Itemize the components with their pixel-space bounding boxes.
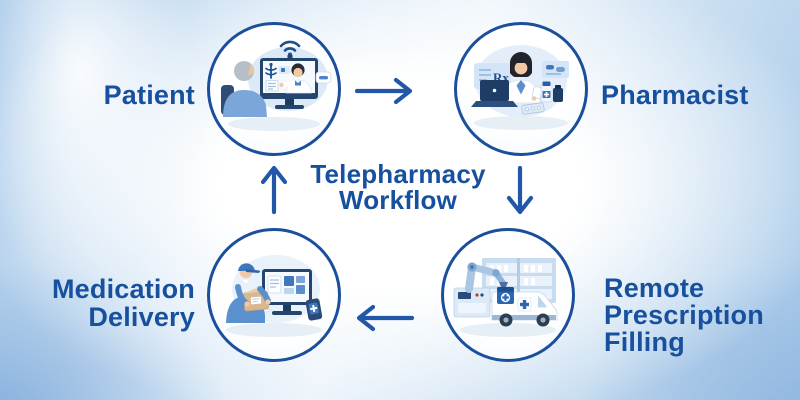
medical-cross-icon <box>517 297 532 312</box>
caduceus-icon <box>265 62 277 79</box>
doctor-on-screen <box>279 63 312 94</box>
tablet-with-plus-icon <box>305 298 323 321</box>
diagram-title: Telepharmacy Workflow <box>255 161 541 213</box>
courier-arm-left <box>235 284 249 306</box>
chat-bubble-pill-icon <box>315 71 332 84</box>
pharmacist-illustration: Rx <box>471 45 569 130</box>
wifi-icon <box>279 40 301 59</box>
remote-prescription-filling-label: Remote Prescription Filling <box>604 273 764 357</box>
diagram-title-line: Telepharmacy <box>310 159 486 189</box>
pharmacy-monitor <box>262 269 312 315</box>
diagram-title-line: Workflow <box>338 185 458 215</box>
remote-filling-illustration <box>453 258 558 337</box>
robotic-arm <box>453 262 508 318</box>
medication-delivery-illustration <box>226 255 323 337</box>
medication-delivery-label: Medication Delivery <box>51 274 195 332</box>
video-call-monitor <box>260 58 318 109</box>
pharmacist-label: Pharmacist <box>601 80 749 110</box>
node-patient-circle <box>207 22 341 156</box>
arrow-remote-filling-to-delivery <box>356 304 415 332</box>
node-remote-filling-circle <box>441 228 575 362</box>
medicine-bottles <box>540 81 563 103</box>
patient-figure <box>221 61 267 117</box>
patient-teleconsult-illustration <box>221 40 332 131</box>
laptop <box>471 80 518 107</box>
medicine-container <box>497 287 514 304</box>
pharmacist-figure <box>501 52 543 104</box>
node-pharmacist-circle: Rx <box>454 22 588 156</box>
patient-label: Patient <box>103 80 195 110</box>
arrow-patient-to-pharmacist <box>354 77 413 105</box>
pill-blister-pack <box>521 102 545 115</box>
node-medication-delivery-circle <box>207 228 341 362</box>
wall-chart <box>542 61 569 78</box>
